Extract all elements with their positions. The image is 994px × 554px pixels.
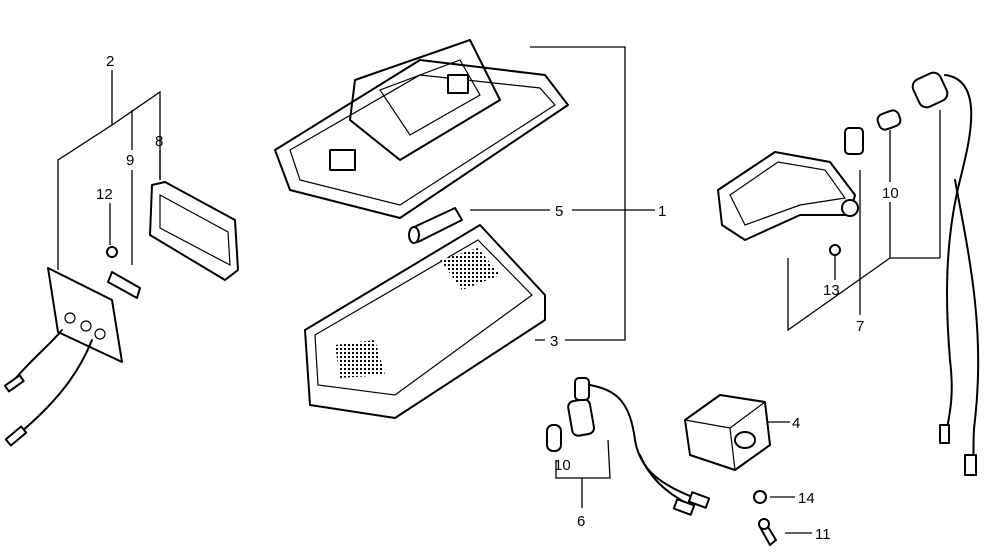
part-8-lens xyxy=(149,181,239,281)
part-7-socket xyxy=(844,127,864,155)
part-10-bulb-bottom xyxy=(546,424,562,452)
label-part-11: 11 xyxy=(815,526,831,543)
part-12-screw xyxy=(106,246,118,258)
label-part-9: 9 xyxy=(126,152,134,169)
label-part-13: 13 xyxy=(823,282,840,299)
part-9-bulb xyxy=(107,271,141,299)
label-part-1: 1 xyxy=(658,203,666,220)
part-2-lamp-base xyxy=(3,267,123,447)
label-part-10-bottom: 10 xyxy=(554,457,571,474)
label-part-5: 5 xyxy=(555,203,563,220)
part-5-bulb xyxy=(408,207,463,244)
part-13-screw xyxy=(829,244,841,256)
label-part-3: 3 xyxy=(550,333,558,350)
label-part-14: 14 xyxy=(798,490,815,507)
label-part-4: 4 xyxy=(792,415,800,432)
part-10-bulb-right xyxy=(876,109,902,131)
label-part-7: 7 xyxy=(856,318,864,335)
wire-harness-right xyxy=(911,71,980,476)
part-4-switch xyxy=(684,394,771,471)
part-6-socket xyxy=(567,377,711,516)
part-3-cover xyxy=(304,224,546,419)
part-labels: 2 9 8 12 5 1 3 10 13 7 4 10 6 14 11 xyxy=(96,53,899,543)
label-part-8: 8 xyxy=(155,133,163,150)
part-11-screw xyxy=(758,518,777,546)
part-7-housing xyxy=(717,151,859,241)
label-part-2: 2 xyxy=(106,53,114,70)
leader-lines xyxy=(57,46,941,534)
part-14-nut xyxy=(753,490,767,504)
label-part-10-right: 10 xyxy=(882,185,899,202)
part-1-housing xyxy=(274,39,569,219)
label-part-12: 12 xyxy=(96,186,113,203)
label-part-6: 6 xyxy=(577,513,585,530)
